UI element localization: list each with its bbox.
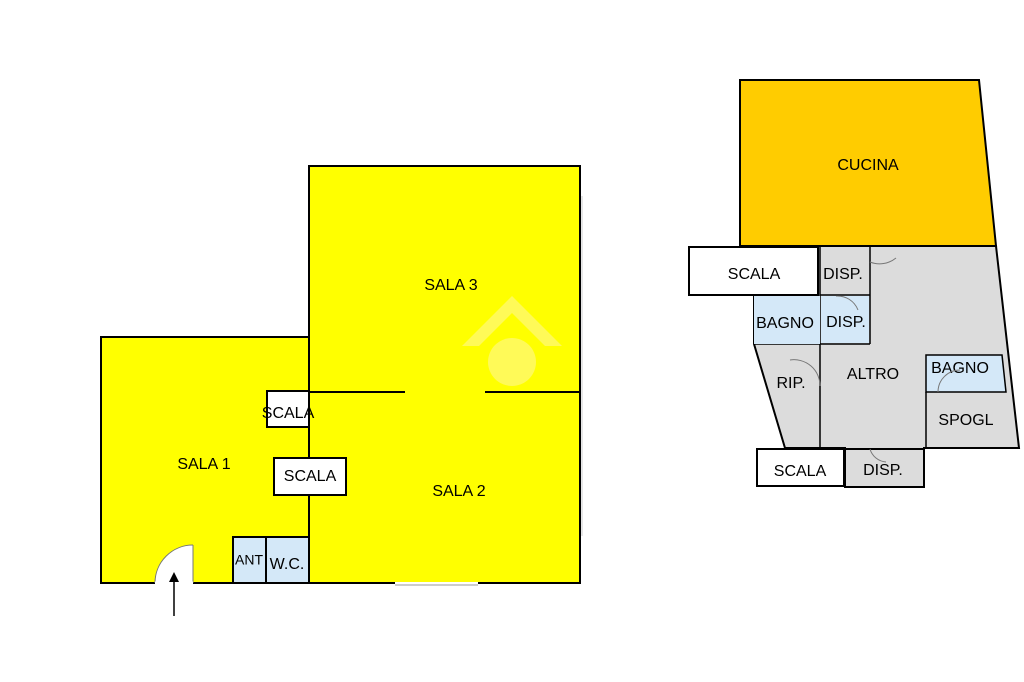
door-arc bbox=[937, 369, 961, 393]
ant-room bbox=[232, 536, 267, 584]
sala-1-label: SALA 1 bbox=[177, 456, 230, 473]
scala-lower-box bbox=[273, 457, 347, 496]
scala-upper-box bbox=[266, 390, 310, 428]
disp-top-label: DISP. bbox=[823, 266, 863, 283]
scala-top-label: SCALA bbox=[728, 266, 781, 283]
rip-label: RIP. bbox=[776, 375, 805, 392]
door-arc bbox=[869, 448, 887, 463]
wc-label: W.C. bbox=[270, 556, 305, 573]
ground-floor-plan: SCALA SCALA ANT W.C. SALA 1 SALA 3 SALA … bbox=[100, 165, 583, 616]
ant-label: ANT bbox=[235, 552, 263, 568]
disp-bottom-room bbox=[844, 448, 925, 488]
bagno-left-label: BAGNO bbox=[756, 315, 814, 332]
sala-3-label: SALA 3 bbox=[424, 277, 477, 294]
scala-bottom-label: SCALA bbox=[774, 463, 827, 480]
scala-top-box bbox=[688, 246, 819, 296]
cucina-label: CUCINA bbox=[837, 157, 899, 174]
door-arc bbox=[789, 359, 821, 387]
door-arc bbox=[869, 257, 897, 265]
entrance-door-swing bbox=[155, 545, 193, 583]
door-arc bbox=[835, 295, 859, 311]
bagno-right-room bbox=[925, 354, 1007, 393]
sala-2-label: SALA 2 bbox=[432, 483, 485, 500]
entrance-door-arc bbox=[154, 544, 194, 584]
bagno-left-room bbox=[754, 296, 820, 344]
sala-3-room bbox=[308, 165, 581, 393]
disp-mid-room bbox=[821, 296, 869, 343]
disp-bottom-label: DISP. bbox=[863, 462, 903, 479]
upper-floor-plan: CUCINA SCALA DISP. BAGNO DISP. RIP. ALTR… bbox=[688, 79, 1021, 488]
disp-mid-label: DISP. bbox=[826, 314, 866, 331]
bagno-right-label: BAGNO bbox=[931, 360, 989, 377]
scala-lower-label: SCALA bbox=[284, 468, 337, 485]
arrow-up-icon bbox=[169, 572, 179, 616]
house-logo-icon bbox=[462, 296, 562, 386]
spogl-label: SPOGL bbox=[938, 412, 993, 429]
scala-upper-label: SCALA bbox=[262, 405, 315, 422]
altro-label: ALTRO bbox=[847, 366, 899, 383]
wc-room bbox=[265, 536, 310, 584]
